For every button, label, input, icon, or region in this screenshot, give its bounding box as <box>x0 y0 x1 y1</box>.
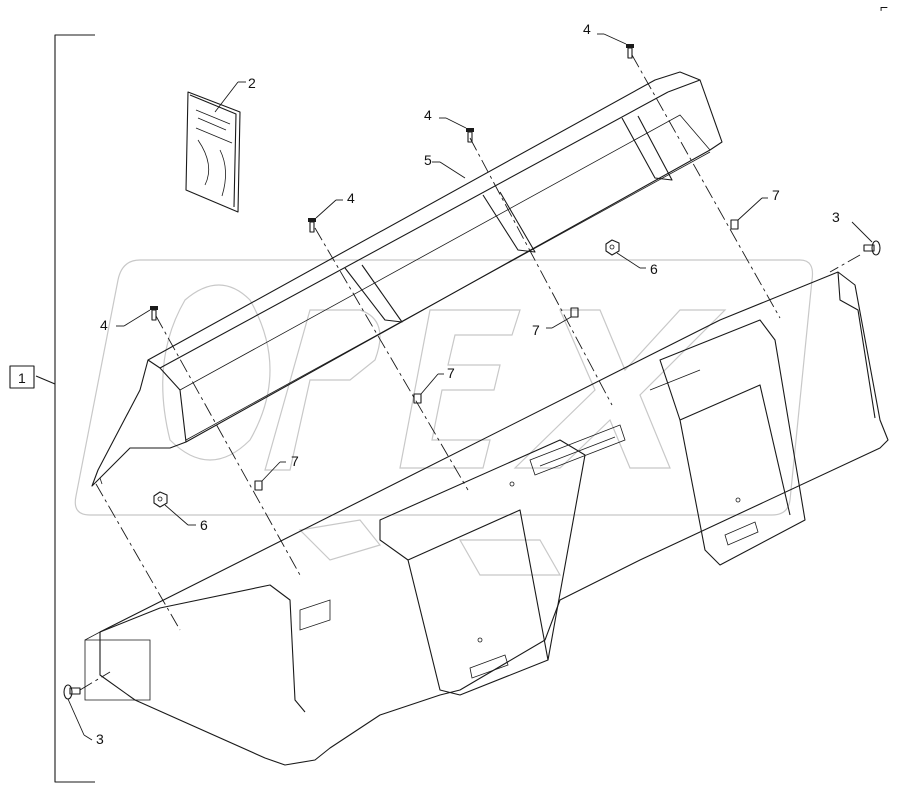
callout-nut-left: 6 <box>200 517 208 533</box>
callout-spacer-mid: 7 <box>532 322 540 338</box>
spacer-right: 7 <box>730 187 780 230</box>
nut-right: 6 <box>605 239 658 277</box>
bolt-right-top: 3 <box>832 209 881 256</box>
guard-plate: 5 <box>91 71 723 487</box>
assembly-label: 1 <box>18 370 26 386</box>
corner-mark: ⌐ <box>880 0 888 15</box>
callout-bolt-top-right: 4 <box>583 21 591 37</box>
operator-manual: 2 <box>185 75 256 213</box>
callout-spacer-right: 7 <box>772 187 780 203</box>
spacer-center: 7 <box>413 365 455 404</box>
bolt-top-mid: 4 <box>424 107 474 143</box>
bolt-bottom-left: 3 <box>63 684 104 747</box>
spacer-left: 7 <box>254 453 299 491</box>
opex-watermark <box>74 259 814 576</box>
callout-bolt-bottom-left: 3 <box>96 731 104 747</box>
bolt-mid-left: 4 <box>308 190 355 233</box>
assembly-label-box <box>9 365 35 389</box>
callout-bolt-mid-left: 4 <box>347 190 355 206</box>
bolt-top-right: 4 <box>583 21 634 59</box>
bolt-far-left: 4 <box>100 306 158 333</box>
callout-spacer-center: 7 <box>447 365 455 381</box>
callout-spacer-left: 7 <box>291 453 299 469</box>
nut-left: 6 <box>153 491 208 533</box>
callout-guard-plate: 5 <box>424 152 432 168</box>
callout-manual: 2 <box>248 75 256 91</box>
spacer-mid: 7 <box>532 307 579 338</box>
callout-nut-right: 6 <box>650 261 658 277</box>
alignment-lines <box>79 54 861 691</box>
callout-bolt-far-left: 4 <box>100 317 108 333</box>
callout-bolt-right-top: 3 <box>832 209 840 225</box>
assembly-bracket: 1 <box>9 34 95 783</box>
callout-bolt-top-mid: 4 <box>424 107 432 123</box>
bucket-body <box>84 271 889 766</box>
